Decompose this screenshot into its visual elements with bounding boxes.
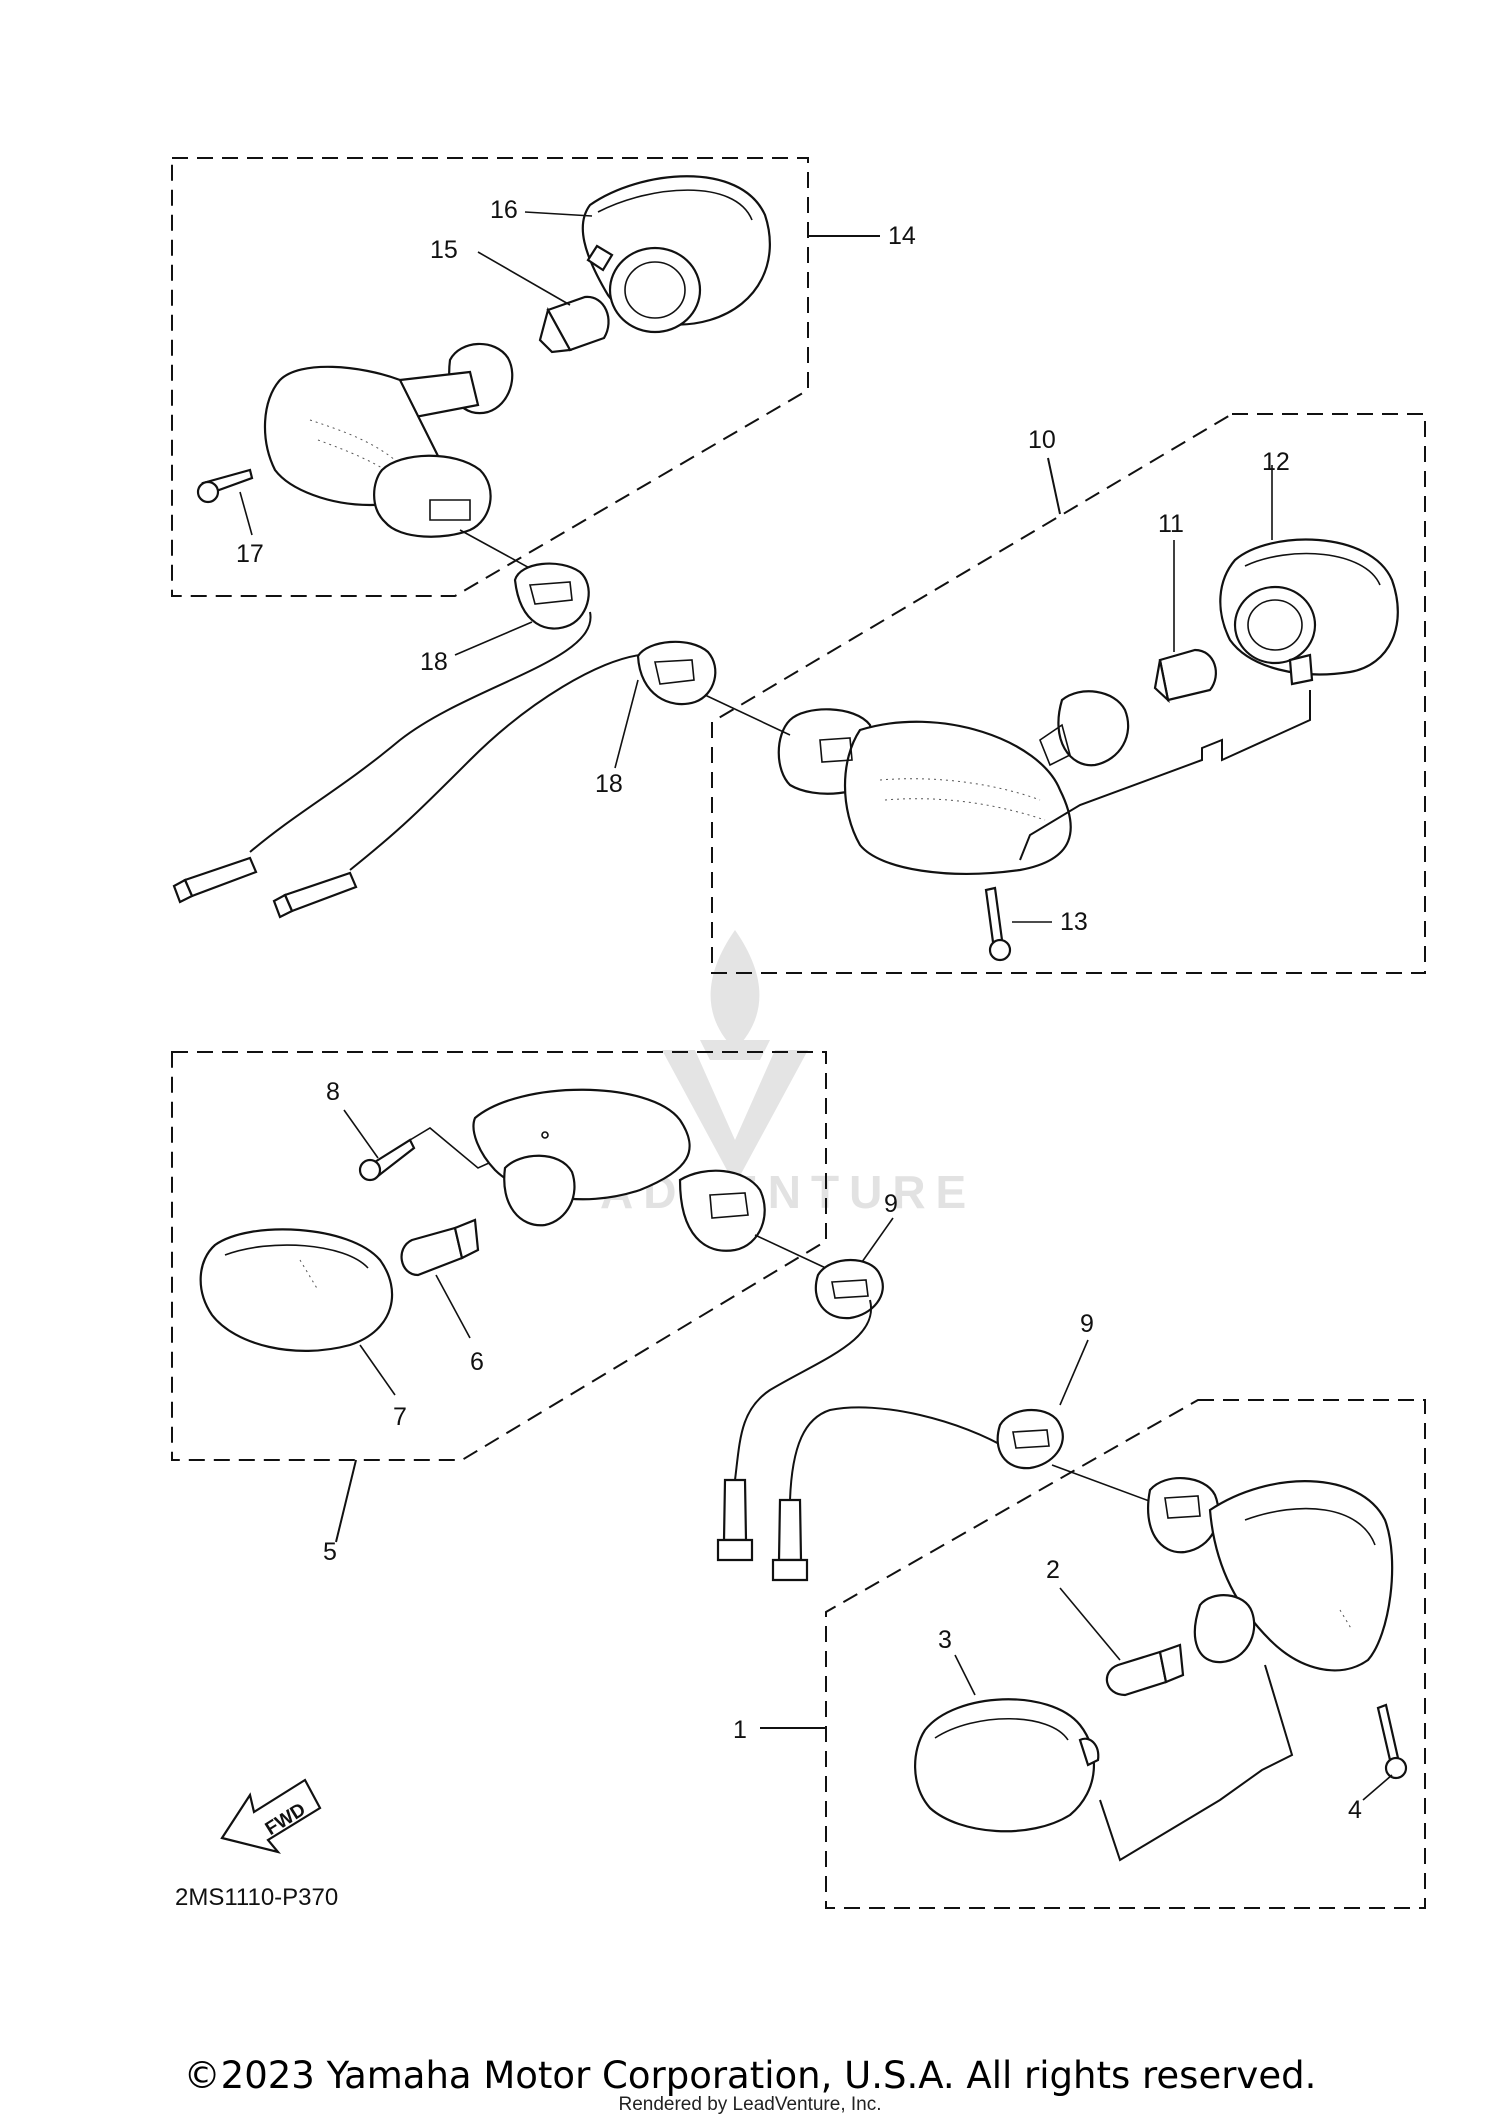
lens-12 <box>1219 538 1399 686</box>
assembly-14-outline <box>171 157 809 597</box>
callout-5: 5 <box>323 1538 337 1566</box>
callout-6: 6 <box>470 1348 484 1376</box>
bulb-11 <box>1153 648 1217 704</box>
screw-4 <box>1376 1703 1408 1780</box>
socket-upper-right <box>1039 690 1130 767</box>
callout-18-upper: 18 <box>420 648 448 676</box>
callout-14: 14 <box>888 222 916 250</box>
screw-17 <box>196 468 254 504</box>
callout-16: 16 <box>490 196 518 224</box>
rendered-by-text: Rendered by LeadVenture, Inc. <box>618 2094 882 2115</box>
signal-housing-lower-left <box>472 1088 831 1271</box>
signal-housing-upper-right <box>704 694 1072 875</box>
callout-4: 4 <box>1348 1796 1362 1824</box>
callout-8: 8 <box>326 1078 340 1106</box>
callout-17: 17 <box>236 540 264 568</box>
fwd-arrow-icon: FWD <box>220 1778 322 1854</box>
callout-2: 2 <box>1046 1556 1060 1584</box>
copyright-notice: ©2023 Yamaha Motor Corporation, U.S.A. A… <box>183 2054 1317 2097</box>
bulb-15 <box>538 295 610 354</box>
lens-7 <box>199 1228 394 1352</box>
screw-8 <box>358 1138 416 1182</box>
callout-9-upper: 9 <box>884 1190 898 1218</box>
lens-16 <box>581 175 771 334</box>
callout-13: 13 <box>1060 908 1088 936</box>
callout-1: 1 <box>733 1716 747 1744</box>
assembly-1-outline <box>825 1399 1426 1909</box>
grommet-18-upper <box>513 562 590 630</box>
signal-housing-upper-left <box>263 342 556 583</box>
callout-15: 15 <box>430 236 458 264</box>
bullet-connector-mid-2 <box>771 1498 809 1582</box>
callout-3: 3 <box>938 1626 952 1654</box>
bullet-connector-left-2 <box>272 871 358 919</box>
bulb-2 <box>1105 1643 1185 1697</box>
grommet-18-lower <box>636 640 717 706</box>
bulb-6 <box>400 1218 480 1277</box>
diagram-code: 2MS1110-P370 <box>175 1884 338 1911</box>
bullet-connector-left-1 <box>172 856 258 904</box>
callout-7: 7 <box>393 1403 407 1431</box>
callout-10: 10 <box>1028 426 1056 454</box>
callout-9-lower: 9 <box>1080 1310 1094 1338</box>
callout-11: 11 <box>1158 510 1184 538</box>
signal-housing-lower-right <box>1051 1464 1394 1672</box>
grommet-9-lower <box>996 1408 1064 1470</box>
socket-lower-right <box>1193 1594 1256 1664</box>
grommet-9-upper <box>814 1258 884 1320</box>
callout-12: 12 <box>1262 448 1290 476</box>
screw-13 <box>984 886 1012 962</box>
lens-3 <box>914 1698 1100 1833</box>
assembly-5-outline <box>171 1051 827 1461</box>
assembly-10-outline <box>711 413 1426 974</box>
bullet-connector-mid-1 <box>716 1478 754 1562</box>
callout-18-lower: 18 <box>595 770 623 798</box>
